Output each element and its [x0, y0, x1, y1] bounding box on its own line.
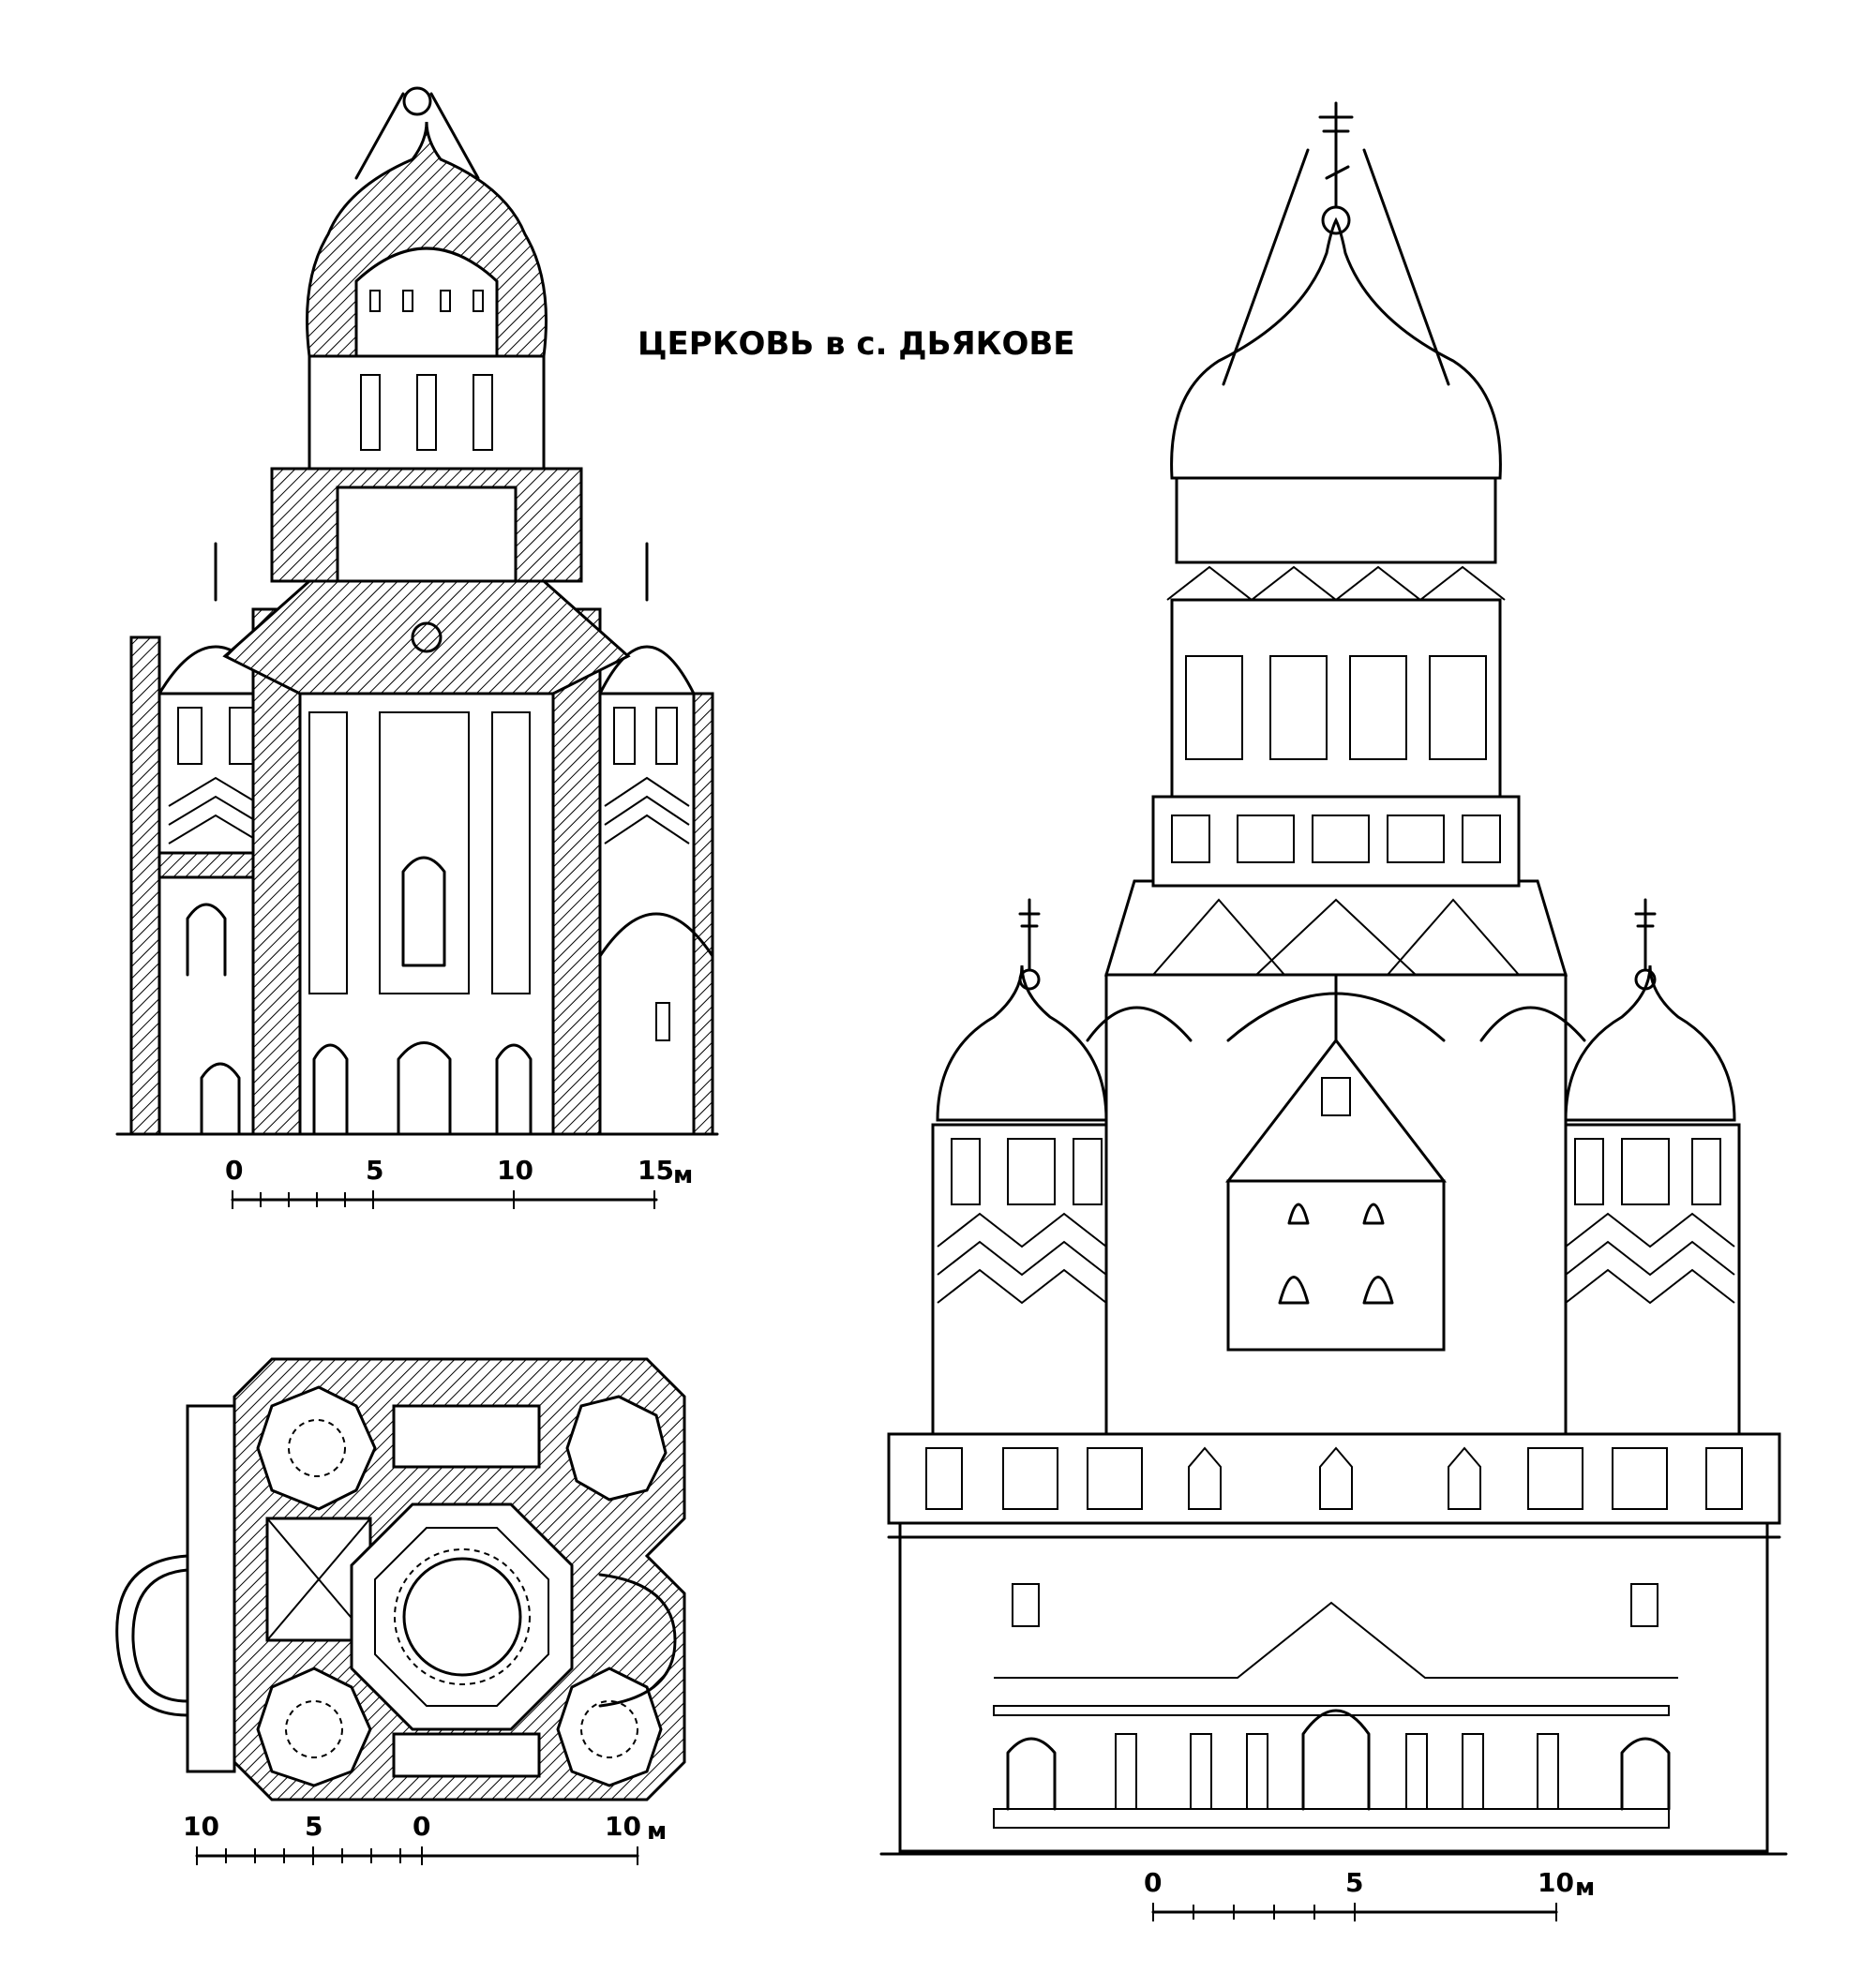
- plan-scale-bar: 10 5 0 10 м: [183, 1811, 667, 1865]
- facade-scale-label-0: 0: [1144, 1867, 1162, 1898]
- section-scale-label-5: 5: [366, 1155, 383, 1186]
- plan-scale-label-10-right: 10: [605, 1811, 641, 1842]
- facade-scale-bar: 0 5 10 м: [1144, 1867, 1595, 1921]
- facade-scale-unit: м: [1575, 1874, 1595, 1902]
- section-scale-label-0: 0: [225, 1155, 243, 1186]
- facade-scale-label-5: 5: [1345, 1867, 1363, 1898]
- church-section-drawing: [115, 86, 719, 1136]
- section-scale-bar: 0 5 10 15 м: [225, 1155, 693, 1209]
- plan-scale-label-10-left: 10: [183, 1811, 219, 1842]
- plan-scale-unit: м: [647, 1817, 667, 1846]
- church-plan-drawing: [115, 1357, 686, 1801]
- section-scale-label-15: 15: [638, 1155, 674, 1186]
- section-scale-label-10: 10: [497, 1155, 533, 1186]
- section-scale-unit: м: [673, 1161, 693, 1189]
- church-facade-drawing: [879, 101, 1788, 1856]
- plan-scale-label-5: 5: [305, 1811, 323, 1842]
- plan-scale-label-0: 0: [413, 1811, 430, 1842]
- drawing-title: ЦЕРКОВЬ в с. ДЬЯКОВЕ: [638, 325, 1075, 363]
- facade-scale-label-10: 10: [1538, 1867, 1574, 1898]
